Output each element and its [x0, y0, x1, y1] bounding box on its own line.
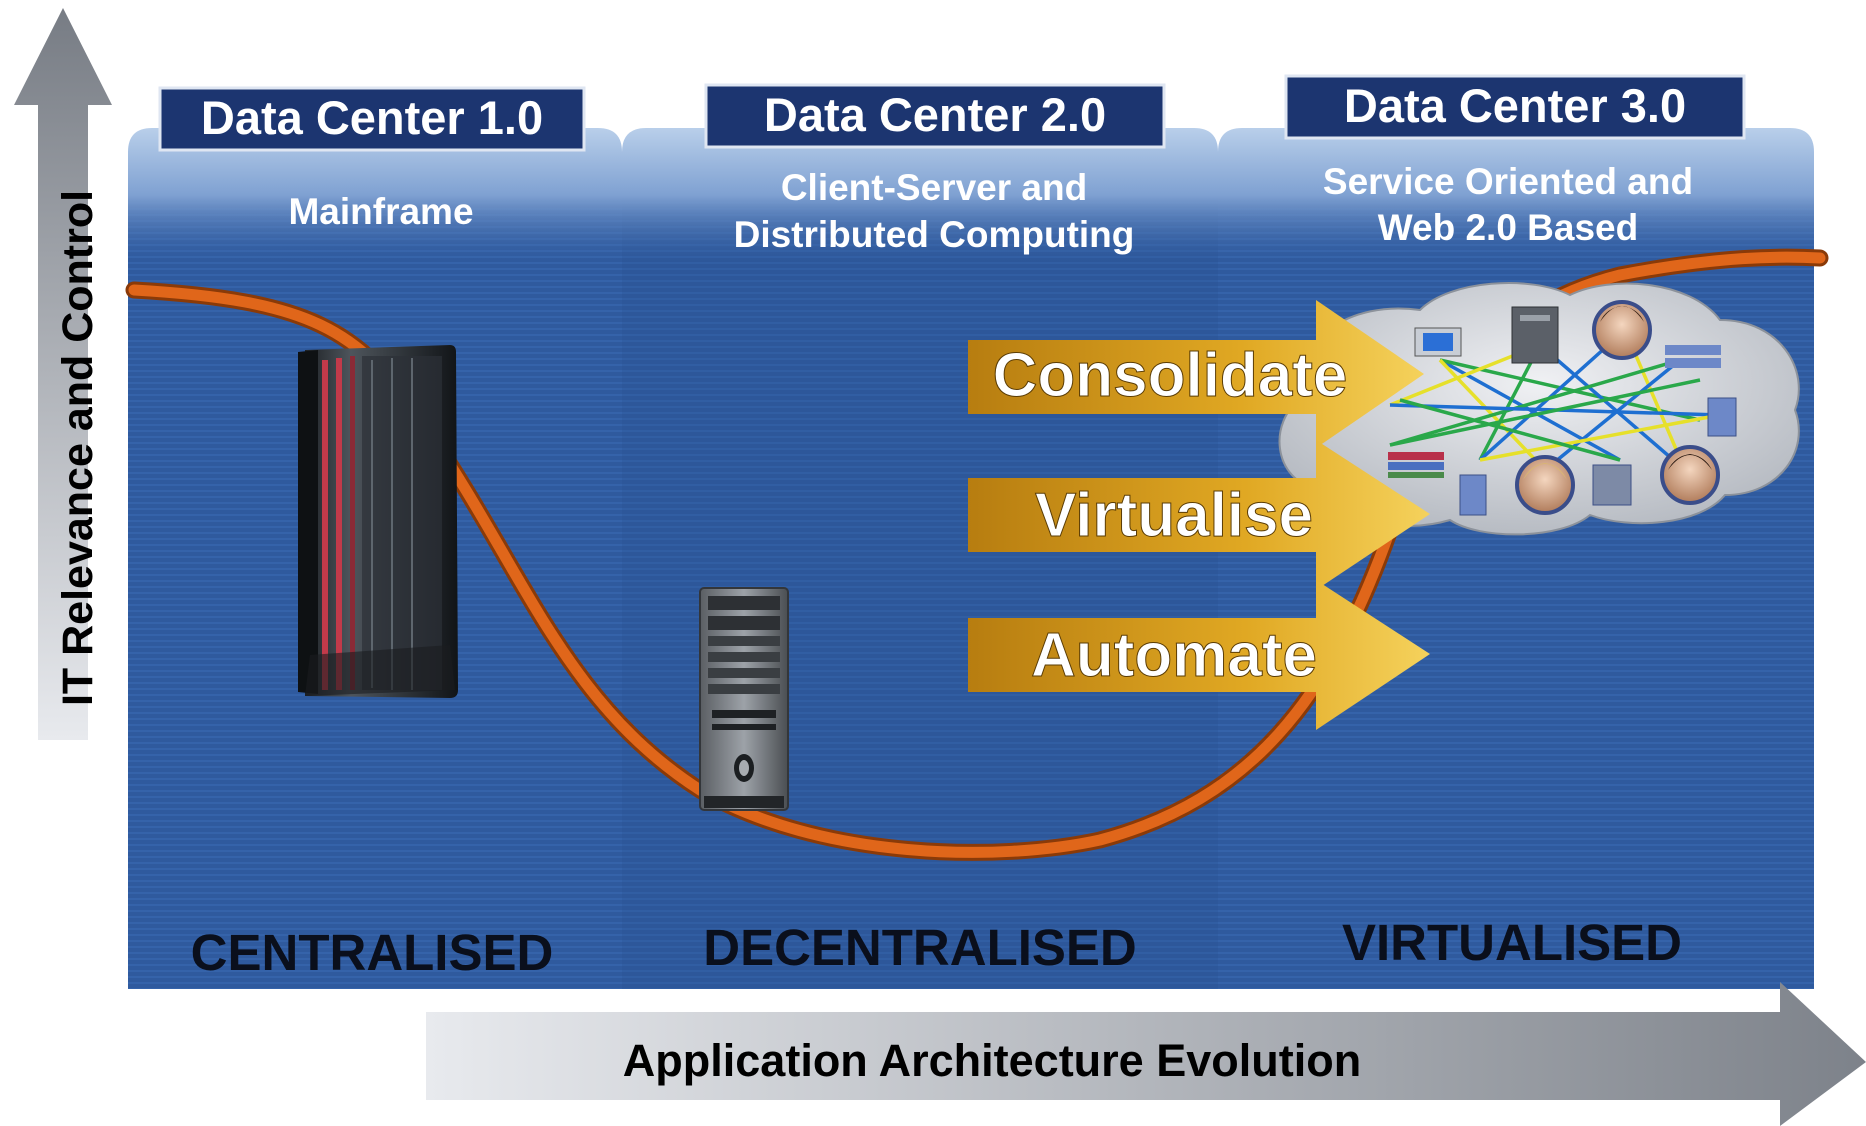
- virtualise-arrow: Virtualise: [968, 440, 1430, 590]
- dc2-subtitle-line-2: Distributed Computing: [734, 214, 1135, 255]
- avatar-man-icon: [1660, 445, 1720, 505]
- dc1-subtitle-line-1: Mainframe: [288, 191, 473, 232]
- consolidate-arrow: Consolidate: [968, 300, 1424, 448]
- dc2-title: Data Center 2.0: [764, 88, 1106, 141]
- dc1-title-box: Data Center 1.0: [158, 86, 586, 152]
- dc1-title: Data Center 1.0: [201, 91, 543, 144]
- dc3-subtitle-line-2: Web 2.0 Based: [1378, 207, 1638, 248]
- panel-dc2: [622, 128, 1218, 989]
- dc3-footer: VIRTUALISED: [1342, 914, 1682, 971]
- horizontal-axis-arrow: [426, 982, 1866, 1126]
- x-axis-label: Application Architecture Evolution: [623, 1035, 1361, 1086]
- vertical-axis-arrow: [14, 8, 112, 740]
- dc2-footer: DECENTRALISED: [703, 919, 1137, 976]
- avatar-woman-2-icon: [1515, 455, 1575, 515]
- dc3-title-box: Data Center 3.0: [1284, 74, 1746, 140]
- tower-server-icon: [699, 587, 789, 811]
- avatar-woman-1-icon: [1592, 300, 1652, 360]
- dc2-title-box: Data Center 2.0: [704, 83, 1166, 149]
- dc3-subtitle-line-1: Service Oriented and: [1323, 161, 1693, 202]
- cloud-network-icon: [1278, 282, 1800, 536]
- dc2-subtitle-line-1: Client-Server and: [781, 167, 1087, 208]
- automate-arrow: Automate: [968, 580, 1430, 730]
- consolidate-label: Consolidate: [993, 341, 1348, 410]
- dc1-footer: CENTRALISED: [191, 924, 554, 981]
- virtualise-label: Virtualise: [1035, 481, 1313, 550]
- mainframe-icon: [298, 345, 458, 698]
- y-axis-label: IT Relevance and Control: [54, 190, 102, 706]
- dc3-title: Data Center 3.0: [1344, 79, 1686, 132]
- automate-label: Automate: [1031, 621, 1317, 690]
